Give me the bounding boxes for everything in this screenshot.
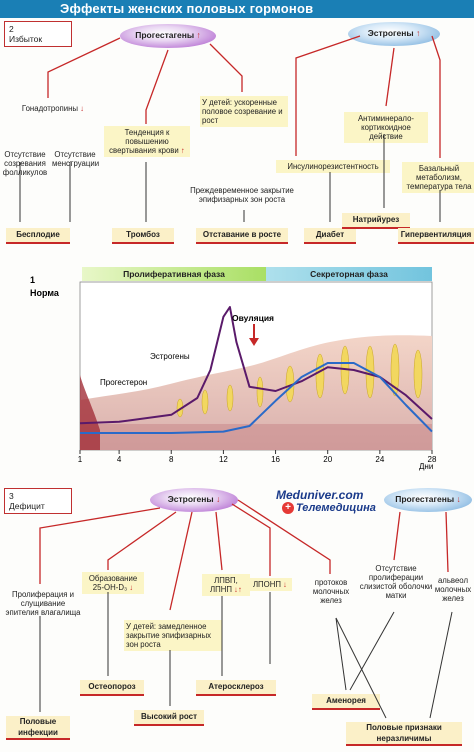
watermark-line2: Телемедицина (296, 502, 376, 514)
result-sex-traits: Половые признаки неразличимы (346, 722, 462, 746)
x-axis: 1 4 8 12 16 20 24 28 (78, 450, 437, 464)
result-growth-delay: Отставание в росте (196, 228, 288, 244)
arrow-down-icon: ↓ (283, 580, 288, 589)
section-norm-num: 1 (30, 275, 36, 285)
gonadotropins-label: Гонадотропины ↓ (21, 104, 85, 113)
progestagens-ellipse: Прогестагены ↑ (120, 24, 216, 48)
x-tick-label-1: 4 (117, 455, 122, 464)
result-tall-stature: Высокий рост (134, 710, 204, 726)
arrow-up-icon: ↑ (196, 30, 201, 40)
result-infections: Половые инфекции (6, 716, 70, 740)
page-title: Эффекты женских половых гормонов (60, 1, 314, 16)
thrombosis-tendency-box: Тенденция к повышению свертывания крови … (104, 126, 190, 157)
estrogens-ellipse: Эстрогены ↑ (348, 22, 440, 46)
no-follicle-label: Отсутствие созревания фолликулов (2, 150, 48, 177)
arrow-down-icon: ↓ (80, 104, 85, 113)
alveoli-label: альвеол молочных желез (434, 576, 472, 603)
vaginal-proliferation-label: Пролиферация и слущивание эпителия влага… (5, 590, 81, 617)
result-natriuresis: Натрийурез (342, 213, 410, 229)
x-tick-label-0: 1 (78, 455, 83, 464)
estrogens-curve-label: Эстрогены (150, 352, 190, 361)
arrow-down-icon: ↓ (216, 494, 221, 504)
header-bar: Эффекты женских половых гормонов (0, 0, 474, 18)
basal-metabolism-box: Базальный метаболизм, температура тела (402, 162, 474, 193)
children-puberty-box: У детей: ускоренные половое созревание и… (200, 96, 288, 127)
deficit-estrogens-ellipse: Эстрогены ↓ (150, 488, 238, 512)
glands-group (176, 343, 423, 418)
formation-25oh-box: Образование 25-OH-D₃ ↓ (82, 572, 144, 594)
result-diabetes: Диабет (304, 228, 356, 244)
arrow-up-icon: ↑ (180, 146, 185, 155)
watermark-line1: Meduniver.com (276, 488, 364, 502)
ovulation-arrowhead (249, 338, 259, 346)
no-menstruation-label: Отсутствие менструации (52, 150, 100, 168)
arrow-up-icon: ↑ (416, 28, 421, 38)
result-osteoporosis: Остеопороз (80, 680, 144, 696)
deficit-progestagens-ellipse: Прогестагены ↓ (384, 488, 472, 512)
result-infertility: Бесплодие (6, 228, 70, 244)
hormone-curves (79, 306, 433, 434)
progesterone-curve-label: Прогестерон (100, 378, 148, 387)
endometrium-base (80, 424, 432, 450)
proliferative-phase-bar: Пролиферативная фаза (82, 267, 266, 281)
progestagens-label: Прогестагены (135, 30, 195, 40)
premature-closure-label: Преждевременное закрытие эпифизарных зон… (190, 186, 294, 204)
estrogens-label: Эстрогены (367, 28, 414, 38)
vldl-box: ЛПОНП ↓ (248, 578, 292, 591)
x-tick-label-7: 28 (428, 455, 437, 464)
series-line-1 (80, 362, 433, 434)
result-atherosclerosis: Атеросклероз (196, 680, 276, 696)
series-line-0 (79, 306, 433, 425)
days-unit-label: Дни (419, 462, 434, 471)
milk-ducts-label: протоков молочных желез (312, 578, 350, 605)
cross-icon: + (282, 502, 294, 514)
result-hyperventilation: Гипервентиляция (398, 228, 474, 244)
arrow-up-down-icon: ↓↑ (234, 585, 242, 594)
children-closure-box: У детей: замедленное закрытие эпифизарны… (124, 620, 222, 651)
no-proliferation-label: Отсутствие пролиферации слизистой оболоч… (359, 564, 433, 600)
hdl-ldl-box: ЛПВП, ЛПНП ↓↑ (202, 574, 250, 596)
arrow-down-icon: ↓ (456, 494, 461, 504)
insulin-resistance-box: Инсулинорезистентность (276, 160, 390, 173)
x-tick-label-3: 12 (219, 455, 228, 464)
arrow-down-icon: ↓ (129, 583, 134, 592)
x-tick-label-6: 24 (375, 455, 384, 464)
ovulation-label: Овуляция (232, 313, 275, 323)
x-tick-label-5: 20 (323, 455, 332, 464)
section-norm-label: Норма (30, 288, 59, 298)
result-thrombosis: Тромбоз (112, 228, 174, 244)
x-tick-label-4: 16 (271, 455, 280, 464)
result-amenorrhea: Аменорея (312, 694, 380, 710)
menstrual-bleeding (80, 375, 100, 450)
secretory-phase-bar: Секреторная фаза (266, 267, 432, 281)
x-tick-label-2: 8 (169, 455, 174, 464)
